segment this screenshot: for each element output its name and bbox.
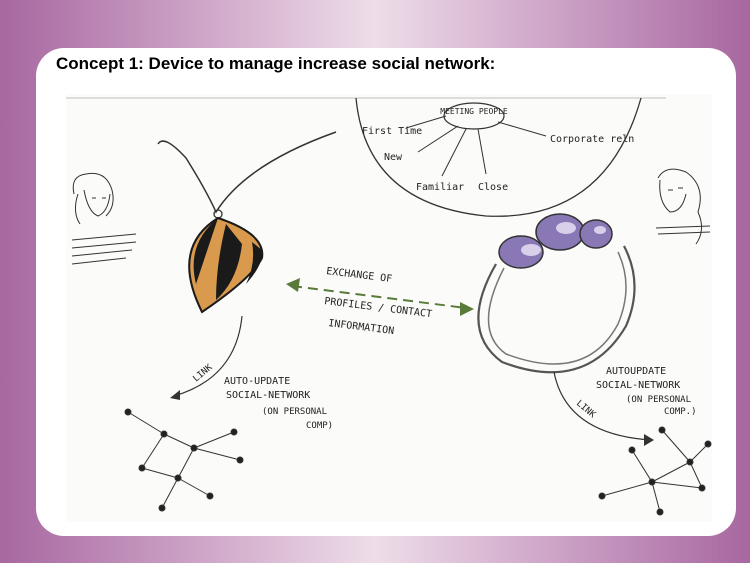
- sketch-drawing: MEETING PEOPLE First Time New Familiar C…: [66, 97, 712, 516]
- concept-sketch: MEETING PEOPLE First Time New Familiar C…: [66, 94, 712, 522]
- left-update-line-1: AUTO-UPDATE: [224, 376, 290, 387]
- meeting-center-label: MEETING PEOPLE: [440, 107, 508, 116]
- left-link-label: LINK: [192, 362, 215, 384]
- left-update-line-4: COMP): [306, 421, 333, 431]
- branch-familiar: Familiar: [416, 182, 464, 193]
- branch-close: Close: [478, 182, 508, 193]
- left-update-line-3: (ON PERSONAL: [262, 407, 327, 417]
- left-network-graph: [124, 408, 244, 512]
- right-update-line-1: AUTOUPDATE: [606, 366, 666, 377]
- left-update-line-2: SOCIAL-NETWORK: [226, 390, 310, 401]
- right-update-line-2: SOCIAL-NETWORK: [596, 380, 680, 391]
- exchange-arrow: [286, 278, 474, 316]
- exchange-label-line-2: PROFILES / CONTACT: [324, 296, 433, 320]
- woman-right-sketch: [655, 168, 711, 245]
- exchange-label-line-1: EXCHANGE OF: [326, 266, 393, 285]
- branch-corporate: Corporate reln: [550, 134, 634, 145]
- right-network-graph: [598, 426, 712, 516]
- branch-first-time: First Time: [362, 126, 422, 137]
- pendant-necklace: [157, 131, 337, 314]
- exchange-label-line-3: INFORMATION: [328, 318, 395, 337]
- right-link-arrow: [553, 371, 651, 441]
- left-link-arrow: [173, 315, 243, 397]
- meeting-arc: [355, 97, 642, 217]
- woman-left-sketch: [71, 172, 137, 265]
- branch-new: New: [384, 152, 403, 163]
- right-update-line-3: (ON PERSONAL: [626, 395, 691, 405]
- right-update-line-4: COMP.): [664, 407, 697, 417]
- right-link-label: LINK: [574, 399, 597, 421]
- slide-title: Concept 1: Device to manage increase soc…: [56, 54, 496, 73]
- meeting-bubble: [443, 102, 505, 130]
- bracelet: [477, 213, 636, 374]
- slide: Concept 1: Device to manage increase soc…: [36, 48, 736, 536]
